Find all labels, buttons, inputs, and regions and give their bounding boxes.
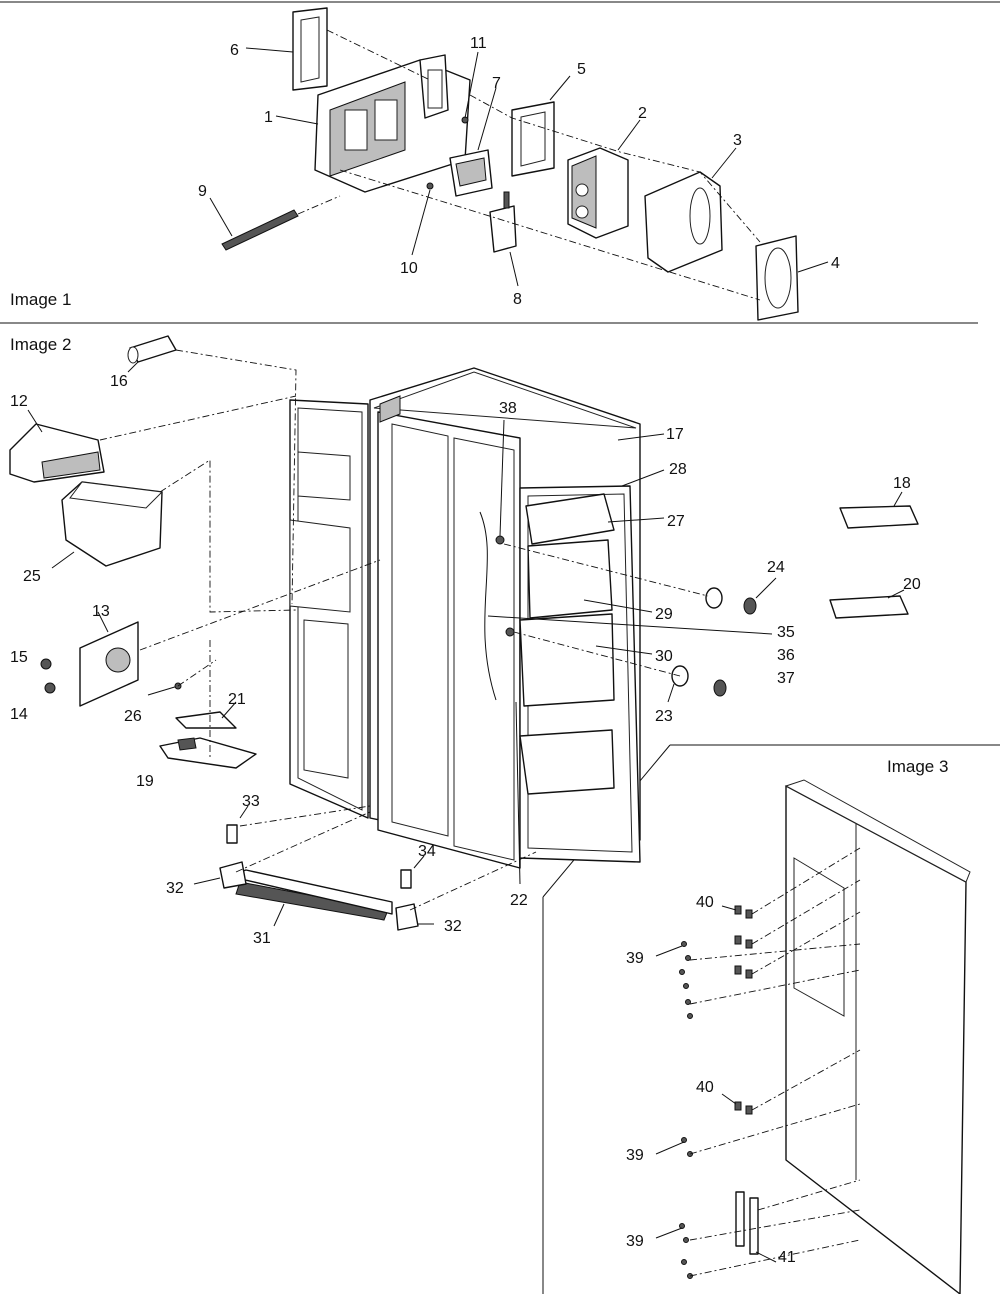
image-2-assembly xyxy=(9,335,919,931)
callout-32-left: 32 xyxy=(166,880,184,897)
callout-28: 28 xyxy=(669,461,687,478)
part-7-solenoid xyxy=(449,87,497,197)
callout-13: 13 xyxy=(92,603,110,620)
part-23-door-closer xyxy=(667,665,727,703)
part-21-bracket xyxy=(175,701,237,729)
callout-32-right: 32 xyxy=(444,918,462,935)
callout-37: 37 xyxy=(777,670,795,687)
part-40-hinge-clips-upper xyxy=(721,905,753,979)
part-9-rail xyxy=(209,197,299,251)
wire-harness xyxy=(479,511,497,701)
callout-36: 36 xyxy=(777,647,795,664)
part-8-switch xyxy=(489,191,519,287)
callout-30: 30 xyxy=(655,648,673,665)
part-2-valve-bracket xyxy=(567,119,641,239)
callout-23: 23 xyxy=(655,708,673,725)
callout-41: 41 xyxy=(778,1249,796,1266)
cabinet-liner xyxy=(377,395,521,869)
part-16-filter xyxy=(127,335,177,373)
callout-39-bottom: 39 xyxy=(626,1233,644,1250)
part-5-gasket xyxy=(511,75,571,177)
part-34-pad xyxy=(400,869,412,889)
callout-38: 38 xyxy=(499,400,517,417)
part-33-pad xyxy=(226,824,238,844)
part-39-screws-lower xyxy=(655,1137,693,1157)
callout-31: 31 xyxy=(253,930,271,947)
image-1-assembly xyxy=(209,7,829,321)
callout-14: 14 xyxy=(10,706,28,723)
callout-11: 11 xyxy=(470,35,487,52)
part-29-door-bin xyxy=(527,539,653,619)
part-40-hinge-clips-lower xyxy=(721,1093,753,1115)
image-3-assembly xyxy=(655,779,971,1294)
callout-15: 15 xyxy=(10,649,28,666)
part-1-dispenser-housing xyxy=(275,54,471,193)
part-32-cap-right xyxy=(395,903,434,931)
part-10-screw xyxy=(426,182,434,190)
callout-12: 12 xyxy=(10,393,28,410)
callout-9: 9 xyxy=(198,183,207,200)
callout-40-lower: 40 xyxy=(696,1079,714,1096)
part-26-screw xyxy=(147,682,182,696)
callout-33: 33 xyxy=(242,793,260,810)
part-19-bracket xyxy=(159,737,257,769)
section-label-image-3: Image 3 xyxy=(887,757,948,776)
callout-27: 27 xyxy=(667,513,685,530)
callout-18: 18 xyxy=(893,475,911,492)
part-39-screws-upper xyxy=(655,941,693,1019)
callout-35: 35 xyxy=(777,624,795,641)
callout-2: 2 xyxy=(638,105,647,122)
callout-16: 16 xyxy=(110,373,128,390)
callout-labels: 1 2 3 4 5 6 7 8 9 10 11 12 13 14 15 16 1… xyxy=(10,35,921,1266)
part-27-dairy-bin xyxy=(525,493,665,545)
callout-3: 3 xyxy=(733,132,742,149)
callout-39-lower: 39 xyxy=(626,1147,644,1164)
part-13-auger-motor xyxy=(79,611,139,707)
part-4-bezel xyxy=(755,235,829,321)
callout-10: 10 xyxy=(400,260,418,277)
part-14-nut xyxy=(44,682,56,694)
part-24-door-closer xyxy=(705,577,777,615)
callout-34: 34 xyxy=(418,843,436,860)
section-label-image-2: Image 2 xyxy=(10,335,71,354)
section-label-image-1: Image 1 xyxy=(10,290,71,309)
part-18-shelf xyxy=(839,491,919,529)
callout-29: 29 xyxy=(655,606,673,623)
part-15-nut xyxy=(40,658,52,670)
callout-1: 1 xyxy=(264,109,273,126)
callout-22: 22 xyxy=(510,892,528,909)
part-28-leader xyxy=(621,469,665,487)
callout-8: 8 xyxy=(513,291,522,308)
part-32-cap-left xyxy=(193,861,247,889)
part-12-ice-bucket-lid xyxy=(9,409,105,483)
callout-20: 20 xyxy=(903,576,921,593)
callout-21: 21 xyxy=(228,691,246,708)
part-38-screw xyxy=(495,535,505,545)
part-41-handle-strips xyxy=(735,1191,777,1263)
part-22-door-bin xyxy=(515,701,615,885)
callout-26: 26 xyxy=(124,708,142,725)
callout-4: 4 xyxy=(831,255,840,272)
callout-7: 7 xyxy=(492,75,501,92)
part-31-kick-plate xyxy=(227,869,393,927)
callout-39-upper: 39 xyxy=(626,950,644,967)
callout-17: 17 xyxy=(666,426,684,443)
callout-6: 6 xyxy=(230,42,239,59)
part-3-cover xyxy=(644,147,737,273)
callout-19: 19 xyxy=(136,773,154,790)
part-30-door-bin xyxy=(519,613,653,707)
callout-40-upper: 40 xyxy=(696,894,714,911)
part-39-screws-bottom xyxy=(655,1223,693,1279)
callout-5: 5 xyxy=(577,61,586,78)
callout-25: 25 xyxy=(23,568,41,585)
freezer-door xyxy=(289,399,369,819)
part-25-ice-bucket xyxy=(51,481,164,569)
callout-24: 24 xyxy=(767,559,785,576)
part-6-gasket xyxy=(245,7,328,91)
part-20-shelf xyxy=(829,589,909,619)
